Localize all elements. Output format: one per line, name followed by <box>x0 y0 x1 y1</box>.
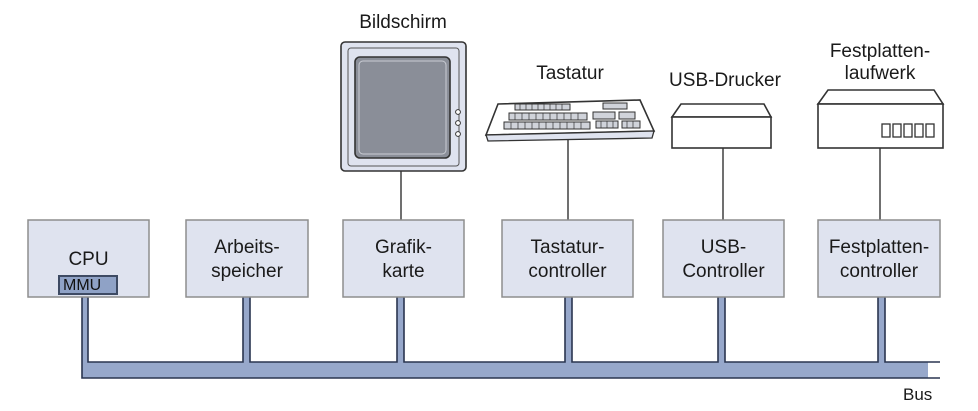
keyboard-icon <box>484 99 656 142</box>
usb-controller-label: USB- Controller <box>682 237 765 282</box>
bus-label: Bus <box>903 385 933 404</box>
device-label-usb-drucker: USB-Drucker <box>669 70 781 91</box>
arbeitsspeicher-label: Arbeits- speicher <box>211 237 283 282</box>
tastaturcontroller-box <box>501 219 634 298</box>
monitor-icon <box>340 41 467 172</box>
usb-controller-box <box>662 219 785 298</box>
printer-icon <box>670 103 773 149</box>
device-label-festplattenlaufwerk: Festplatten- laufwerk <box>829 41 931 84</box>
cpu-label: CPU <box>68 249 109 270</box>
mmu-label: MMU <box>58 275 118 295</box>
tastaturcontroller-label: Tastatur- controller <box>528 237 607 282</box>
device-label-bildschirm: Bildschirm <box>359 12 447 33</box>
device-label-tastatur: Tastatur <box>536 63 604 84</box>
controller-boxes <box>27 219 941 298</box>
grafikkarte-box <box>342 219 465 298</box>
festplattencontroller-label: Festplatten- controller <box>828 237 930 282</box>
device-connectors <box>400 138 881 222</box>
disk-drive-icon <box>816 89 945 149</box>
system-bus <box>81 297 940 379</box>
festplattencontroller-box <box>817 219 941 298</box>
arbeitsspeicher-box <box>185 219 309 298</box>
grafikkarte-label: Grafik- karte <box>375 237 432 282</box>
